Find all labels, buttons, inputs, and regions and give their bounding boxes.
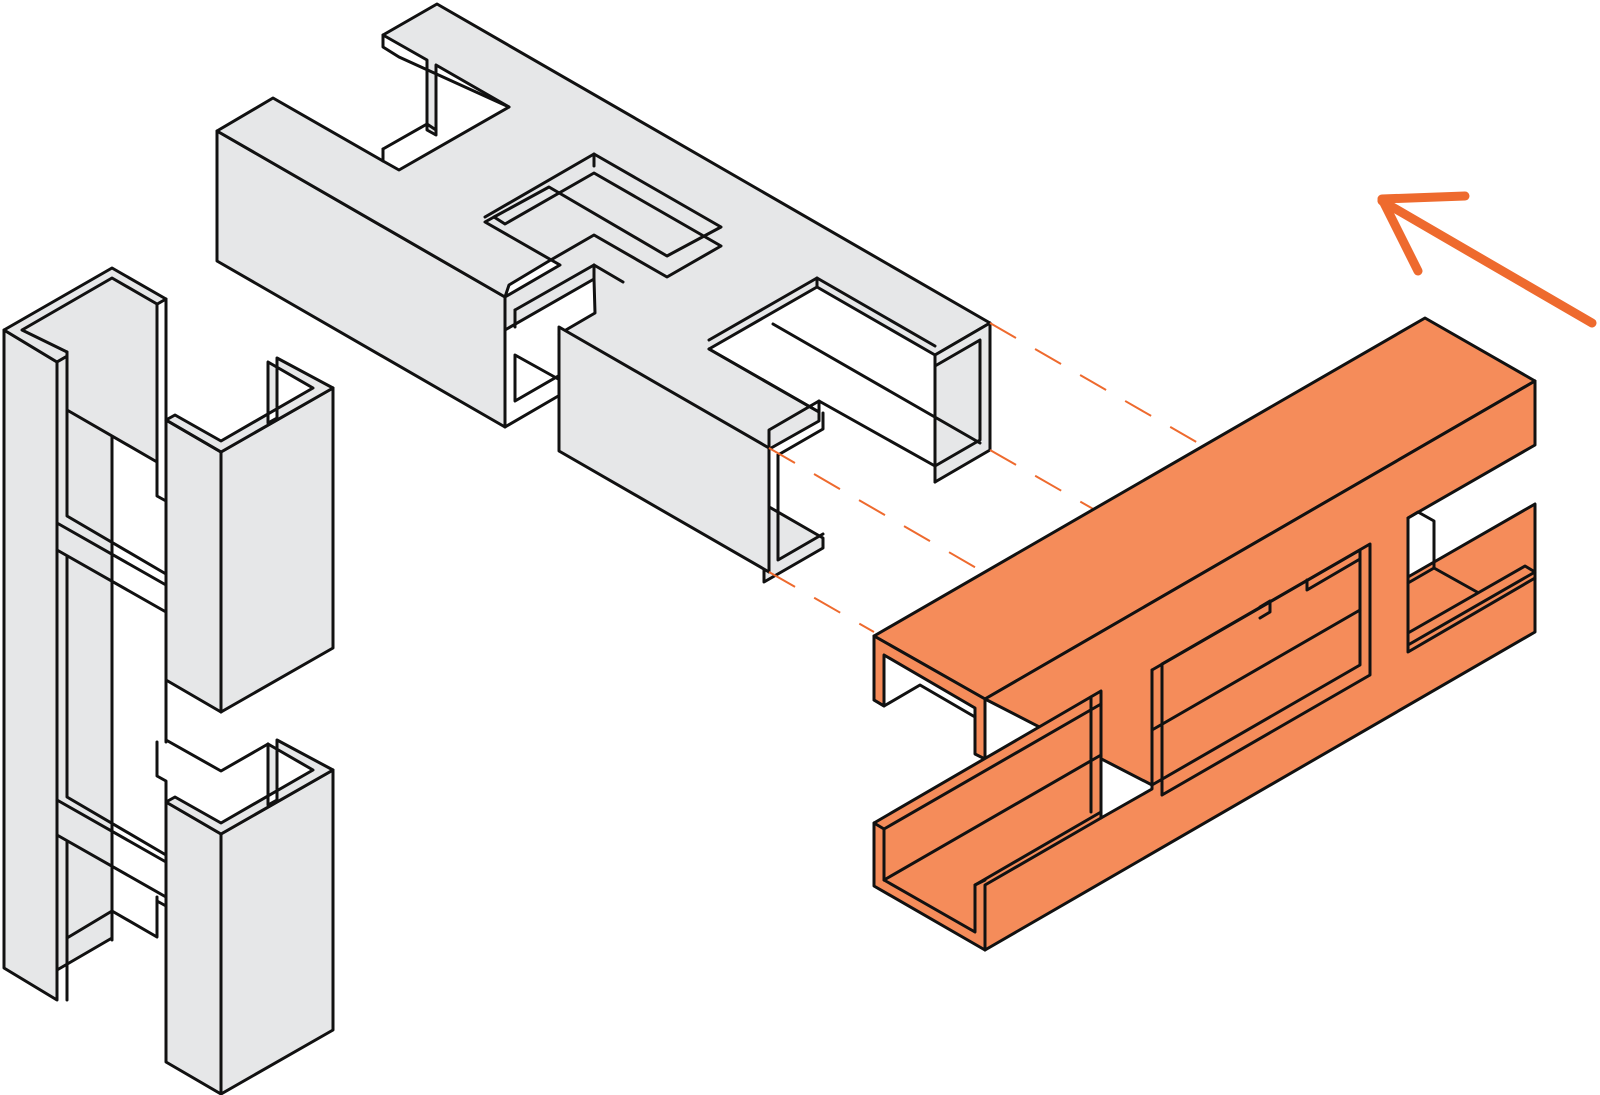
orange-block-edge [1406,564,1537,647]
upper-block-ridge [592,263,625,284]
column-upper-channel-top [164,356,335,454]
arrow-shaft [1377,196,1597,328]
column-low-edge [65,895,159,940]
orange-block-edge [1160,542,1372,797]
orange-block-edge [1150,608,1362,732]
upper-block-ridge [771,322,982,445]
insertion-arrow-icon [1377,191,1597,328]
orange-block-edge [872,634,977,719]
column-mid-edge [65,554,168,857]
upper-block-ridge [767,399,821,450]
guide-line-3 [768,447,986,574]
upper-grey-block [215,2,992,584]
column-lower-channel-edge [155,800,168,908]
vertical-interlocking-block [2,266,335,1095]
upper-block-ridge [381,33,511,109]
column-upper-channel-edge [164,418,223,454]
orange-block-edge [1305,557,1362,592]
upper-block-ridge [381,122,438,151]
orange-block-edge [1406,510,1436,585]
upper-block-left-top [215,2,992,584]
column-mid-edge [55,798,168,864]
arrow-head [1377,191,1470,276]
orange-block-edge [1432,566,1479,594]
guide-line-4 [768,571,875,633]
orange-block-edge [973,810,1103,887]
guide-lines [768,322,1206,633]
guide-line-2 [989,449,1096,511]
upper-block-ridge [776,411,825,457]
column-lower-channel-top [164,738,335,836]
column-lower-channel-side [164,800,223,1095]
column-slot-edge [155,460,168,503]
upper-block-ridge [776,453,825,562]
column-upper-channel-side [164,418,223,714]
orange-block-edge [882,753,1103,882]
column-slot-edge [55,360,168,587]
orange-sliding-block [872,316,1537,952]
upper-block-ridge [933,338,982,484]
column-left-front-face [2,328,59,1002]
upper-block-ridge [483,152,723,258]
orange-block-edge [1258,599,1272,620]
orange-block-edge [882,702,1103,831]
guide-line-1 [989,322,1206,448]
orange-block-edge [1406,576,1537,654]
column-lower-channel-edge [164,738,270,773]
